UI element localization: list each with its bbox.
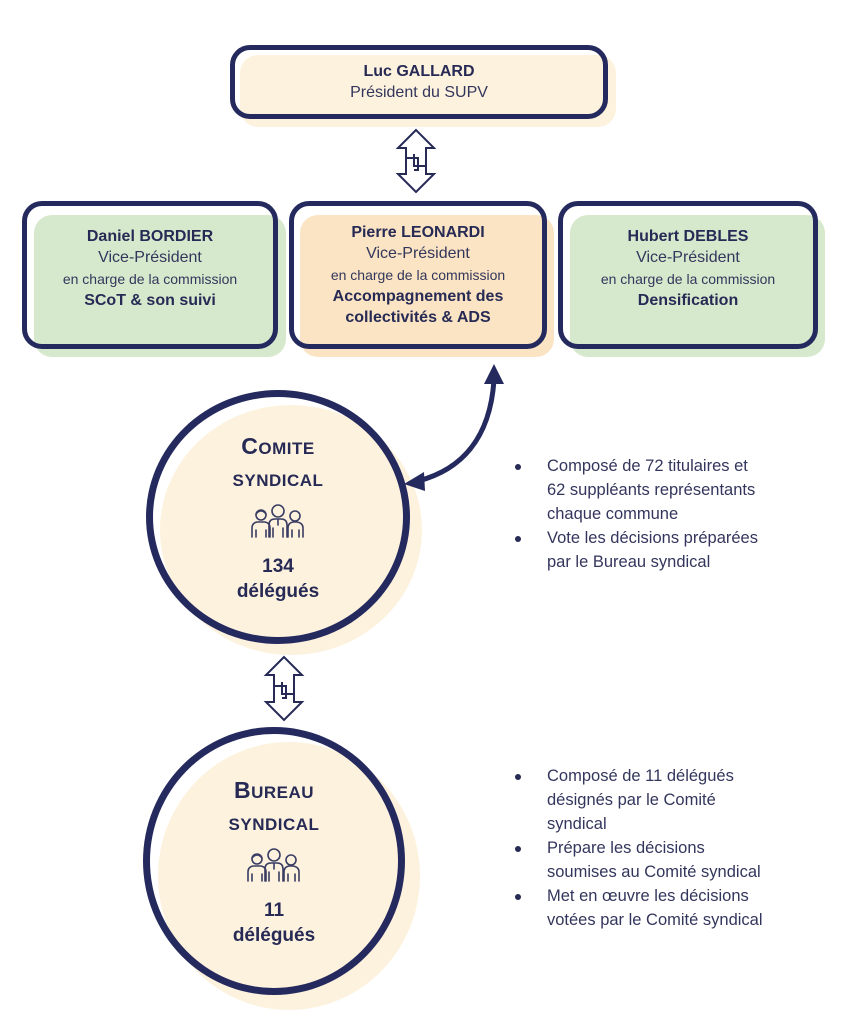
vp-box-fill [570, 215, 825, 357]
bullet-line: par le Bureau syndical [547, 553, 711, 571]
vp-box-fill [300, 215, 554, 357]
bullet-line: Composé de 72 titulaires et [547, 457, 748, 475]
bullet-line: 62 suppléants représentants [547, 481, 756, 499]
bureau-circle: BUREAU SYNDICAL 11 délégués [143, 727, 405, 995]
list-item: Composé de 11 délégués désignés par le C… [515, 764, 763, 836]
list-item: Vote les décisions préparées par le Bure… [515, 526, 758, 574]
comite-circle: COMITE SYNDICAL 134 délégués [146, 390, 410, 644]
bureau-title-line2: SYNDICAL [228, 815, 320, 834]
vp-commission-label: en charge de la commission [600, 270, 776, 287]
double-arrow-icon [395, 128, 437, 194]
vp-box-debles: Hubert DEBLES Vice-Président en charge d… [558, 201, 818, 349]
bullet-dot [515, 774, 521, 780]
bureau-title: BUREAU [234, 774, 314, 809]
vp-commission-label: en charge de la commission [330, 267, 506, 283]
vp-role: Vice-Président [366, 245, 470, 262]
president-role: Président du SUPV [350, 84, 488, 101]
comite-bullet-list: Composé de 72 titulaires et 62 suppléant… [515, 454, 758, 574]
bullet-dot [515, 846, 521, 852]
comite-title: COMITE [241, 430, 314, 465]
people-group-icon [250, 503, 306, 544]
comite-title-cap: C [241, 433, 259, 459]
vp-role: Vice-Président [98, 248, 202, 266]
vp-role: Vice-Président [636, 248, 740, 266]
vp-name: Hubert DEBLES [627, 227, 749, 245]
bullet-line: syndical [547, 815, 607, 833]
bullet-dot [515, 536, 521, 542]
vp-box-leonardi: Pierre LEONARDI Vice-Président en charge… [289, 201, 547, 349]
bullet-line: Prépare les décisions [547, 839, 705, 857]
president-name: Luc GALLARD [363, 63, 475, 80]
president-box: Luc GALLARD Président du SUPV [230, 45, 608, 119]
double-arrow-icon [263, 655, 305, 722]
vp-name: Daniel BORDIER [86, 227, 214, 245]
vp-commission-line1: Accompagnement des [332, 288, 504, 305]
vp-name: Pierre LEONARDI [351, 224, 485, 241]
bullet-line: chaque commune [547, 505, 679, 523]
list-item: Composé de 72 titulaires et 62 suppléant… [515, 454, 758, 526]
bullet-line: Vote les décisions préparées [547, 529, 758, 547]
bullet-dot [515, 894, 521, 900]
bureau-count-label: délégués [232, 925, 316, 946]
vp-box-bordier: Daniel BORDIER Vice-Président en charge … [22, 201, 278, 349]
list-item: Prépare les décisions soumises au Comité… [515, 836, 763, 884]
bullet-line: soumises au Comité syndical [547, 863, 761, 881]
comite-count: 134 [262, 556, 294, 577]
bullet-line: désignés par le Comité [547, 791, 716, 809]
comite-count-label: délégués [236, 581, 320, 602]
vp-commission: SCoT & son suivi [84, 291, 216, 309]
vp-commission: Densification [637, 291, 739, 309]
bullet-dot [515, 464, 521, 470]
vp-commission-line2: collectivités & ADS [345, 309, 491, 326]
bureau-bullet-list: Composé de 11 délégués désignés par le C… [515, 764, 763, 932]
people-group-icon [246, 847, 302, 888]
comite-title-rest: OMITE [258, 439, 315, 458]
vp-box-fill [34, 215, 286, 357]
comite-title-line2: SYNDICAL [232, 471, 324, 490]
bullet-line: votées par le Comité syndical [547, 911, 763, 929]
bureau-count: 11 [263, 900, 285, 921]
curved-arrow-icon [404, 364, 504, 491]
vp-commission-label: en charge de la commission [62, 270, 238, 287]
bullet-line: Composé de 11 délégués [547, 767, 734, 785]
bureau-title-cap: B [233, 777, 252, 803]
bureau-title-rest: UREAU [251, 783, 315, 802]
list-item: Met en œuvre les décisions votées par le… [515, 884, 763, 932]
bullet-line: Met en œuvre les décisions [547, 887, 749, 905]
